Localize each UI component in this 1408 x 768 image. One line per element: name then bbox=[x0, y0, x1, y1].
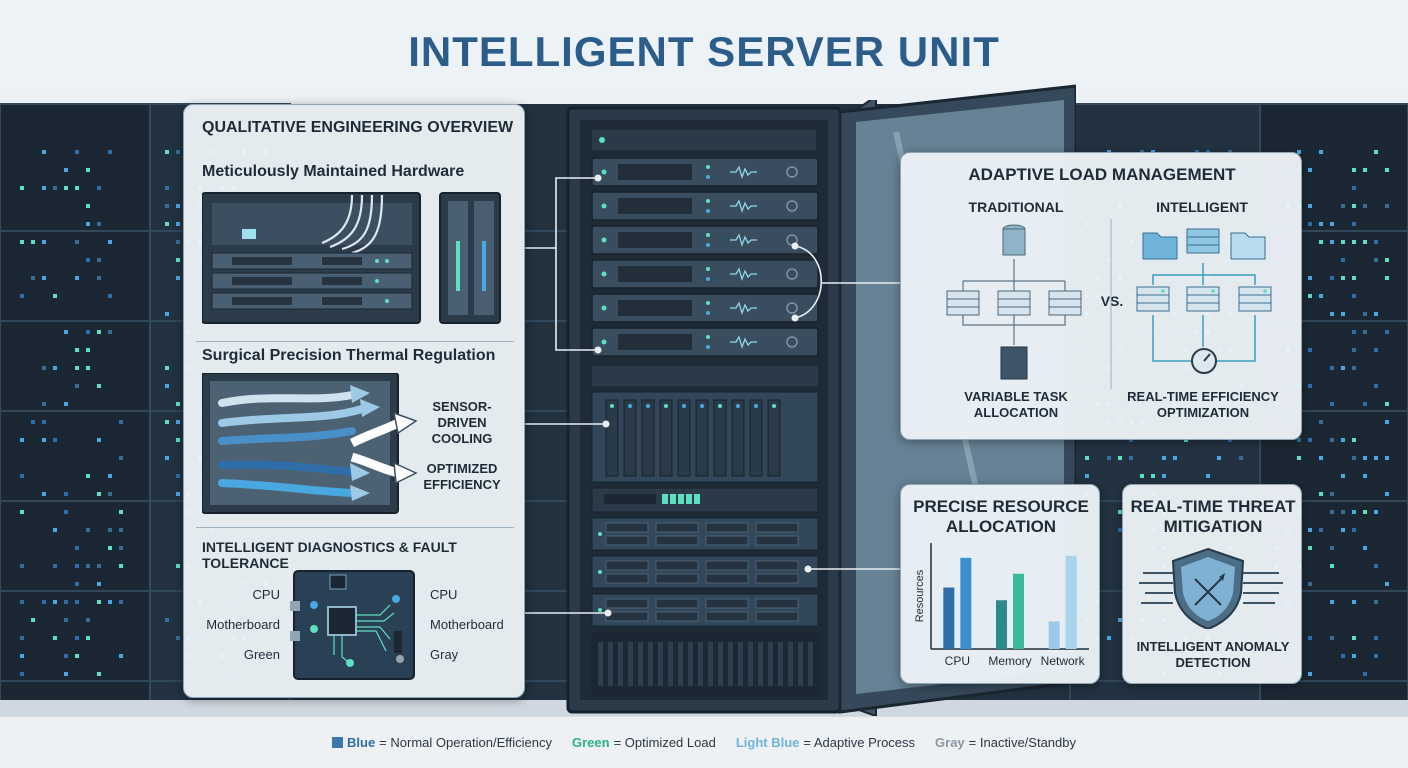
legend-key: Gray bbox=[935, 735, 965, 750]
overview-heading: QUALITATIVE ENGINEERING OVERVIEW bbox=[202, 119, 514, 136]
diag-right-cpu: CPU bbox=[430, 587, 458, 602]
legend-key: Green bbox=[571, 735, 610, 750]
x-tick-label: Memory bbox=[988, 654, 1031, 668]
x-tick-label: Network bbox=[1041, 654, 1086, 668]
thermal-label-efficiency: OPTIMIZED EFFICIENCY bbox=[423, 461, 501, 492]
legend-key: Light Blue bbox=[735, 735, 800, 750]
diag-left-green: Green bbox=[243, 647, 280, 662]
diag-left-cpu: CPU bbox=[252, 587, 280, 602]
shield-icon bbox=[1139, 547, 1283, 629]
traditional-label: TRADITIONAL bbox=[968, 199, 1064, 215]
x-tick-label: CPU bbox=[945, 654, 970, 668]
bar bbox=[960, 557, 972, 649]
legend-text: = Inactive/Standby bbox=[968, 735, 1076, 750]
bar bbox=[1013, 573, 1024, 649]
thermal-label-cooling: SENSOR-DRIVEN COOLING bbox=[431, 399, 493, 446]
diag-left-motherboard: Motherboard bbox=[206, 617, 280, 632]
page-title: INTELLIGENT SERVER UNIT bbox=[408, 28, 1000, 75]
threat-mitigation-panel: REAL-TIME THREAT MITIGATION INTELLIGENT … bbox=[1122, 484, 1302, 684]
y-axis-label: Resources bbox=[914, 569, 926, 622]
engineering-overview-panel: QUALITATIVE ENGINEERING OVERVIEW Meticul… bbox=[183, 104, 525, 698]
diag-right-gray: Gray bbox=[430, 647, 459, 662]
load-diagram bbox=[946, 219, 1272, 389]
adaptive-load-panel: ADAPTIVE LOAD MANAGEMENT TRADITIONAL INT… bbox=[900, 152, 1302, 440]
divider bbox=[196, 341, 514, 342]
traditional-caption: VARIABLE TASK ALLOCATION bbox=[964, 389, 1068, 420]
bar bbox=[1065, 555, 1077, 649]
bar bbox=[1048, 621, 1060, 649]
diag-right-motherboard: Motherboard bbox=[430, 617, 504, 632]
legend-text: = Adaptive Process bbox=[803, 735, 916, 750]
legend-text: = Normal Operation/Efficiency bbox=[379, 735, 552, 750]
diagnostics-title: INTELLIGENT DIAGNOSTICS & FAULT TOLERANC… bbox=[202, 539, 457, 571]
load-heading: ADAPTIVE LOAD MANAGEMENT bbox=[968, 165, 1236, 184]
color-legend: Blue = Normal Operation/Efficiency Green … bbox=[0, 716, 1408, 768]
server-rack bbox=[566, 100, 877, 716]
hardware-illustration bbox=[202, 192, 501, 324]
legend-text: = Optimized Load bbox=[613, 735, 716, 750]
bar bbox=[996, 600, 1007, 649]
resource-heading: PRECISE RESOURCE ALLOCATION bbox=[913, 497, 1089, 536]
legend-item: Green = Optimized Load bbox=[572, 735, 716, 750]
legend-item: Blue = Normal Operation/Efficiency bbox=[332, 735, 552, 750]
airflow-illustration bbox=[202, 373, 418, 514]
vs-label: VS. bbox=[1100, 293, 1124, 309]
motherboard-illustration bbox=[290, 570, 415, 680]
legend-item: Light Blue = Adaptive Process bbox=[736, 735, 915, 750]
threat-heading: REAL-TIME THREAT MITIGATION bbox=[1130, 497, 1296, 536]
threat-caption: INTELLIGENT ANOMALY DETECTION bbox=[1136, 639, 1290, 670]
legend-key: Blue bbox=[347, 735, 376, 750]
connector-lines bbox=[525, 174, 902, 617]
legend-item: Gray = Inactive/Standby bbox=[935, 735, 1076, 750]
intelligent-caption: REAL-TIME EFFICIENCY OPTIMIZATION bbox=[1127, 389, 1279, 420]
bar bbox=[943, 587, 955, 649]
divider bbox=[196, 527, 514, 528]
thermal-title: Surgical Precision Thermal Regulation bbox=[202, 347, 496, 364]
intelligent-label: INTELLIGENT bbox=[1156, 199, 1248, 215]
legend-swatch bbox=[332, 737, 343, 748]
hardware-title: Meticulously Maintained Hardware bbox=[202, 163, 465, 180]
